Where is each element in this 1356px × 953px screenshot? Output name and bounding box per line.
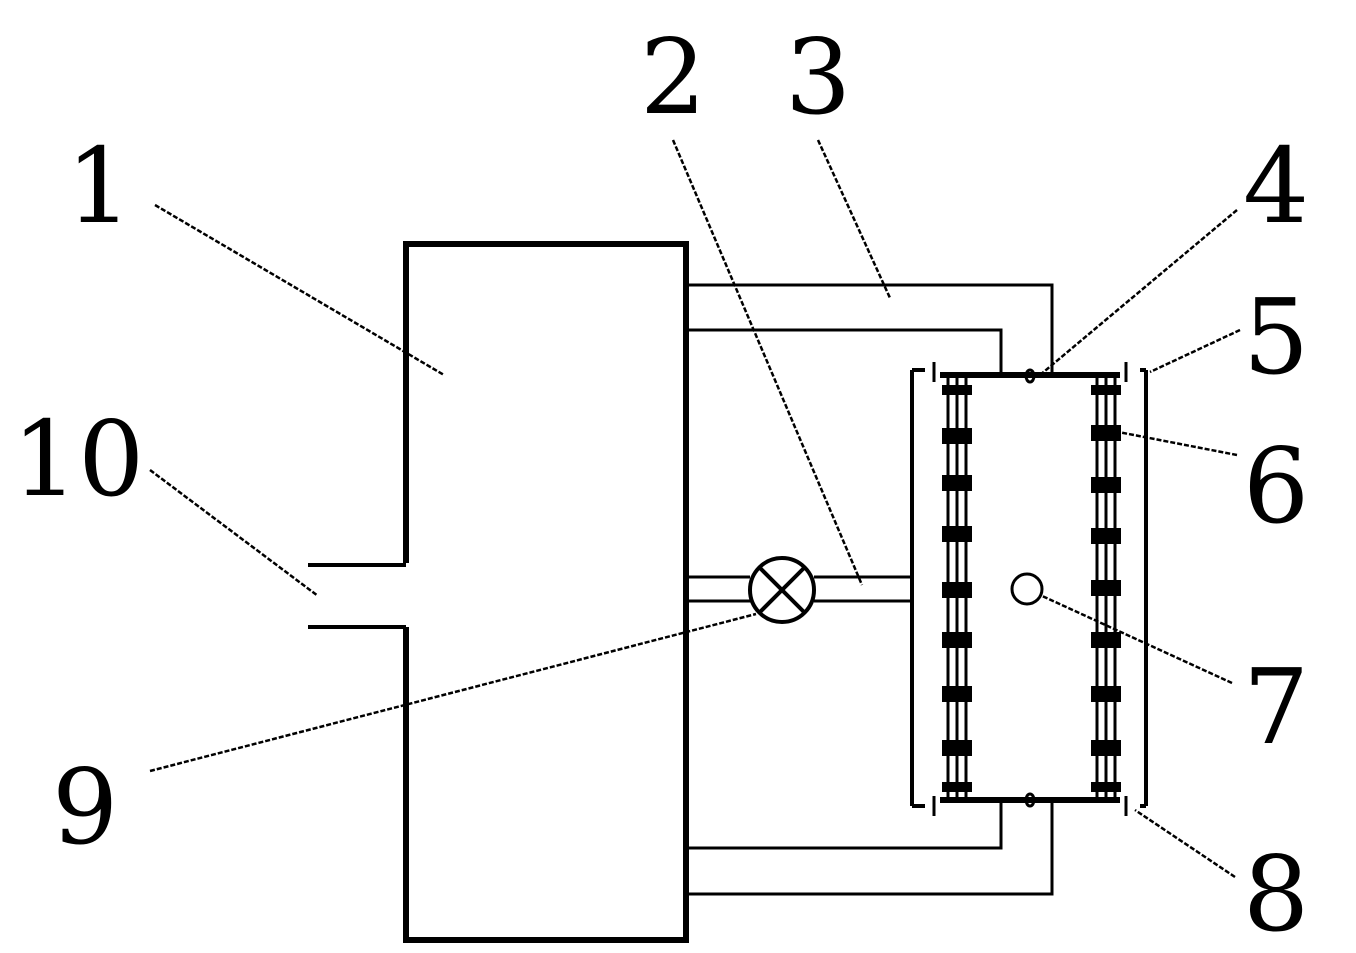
- label-5: 5: [1243, 276, 1309, 398]
- return-pipe-bottom: [686, 800, 1054, 896]
- label-3: 3: [785, 16, 851, 138]
- leader-10: [149, 469, 319, 597]
- sensor-circle: [1010, 572, 1044, 606]
- main-tank: [403, 241, 689, 943]
- return-pipe-top: [686, 283, 1054, 372]
- chamber-plates: [940, 368, 1120, 808]
- label-6: 6: [1243, 425, 1309, 547]
- label-7: 7: [1243, 646, 1309, 768]
- valve-symbol: [748, 556, 816, 624]
- leader-8: [1134, 808, 1236, 879]
- label-2: 2: [640, 16, 706, 138]
- leader-1: [154, 203, 445, 377]
- roller-column-left: [942, 378, 972, 798]
- labels: 1 2 3 4 5 6 7 8 9 10: [12, 16, 1309, 953]
- label-9: 9: [52, 746, 118, 868]
- leader-lines: [149, 139, 1241, 879]
- label-8: 8: [1243, 833, 1309, 953]
- supply-pipe: [686, 575, 910, 603]
- leader-6: [1107, 428, 1238, 457]
- label-1: 1: [66, 125, 132, 247]
- leader-2: [671, 139, 864, 586]
- housing: [910, 362, 1148, 816]
- leader-9: [149, 612, 757, 773]
- leader-3: [816, 139, 892, 299]
- roller-column-right: [1091, 378, 1121, 798]
- inlet-pipe: [308, 563, 406, 629]
- label-4: 4: [1243, 125, 1309, 247]
- leader-4: [1039, 209, 1238, 376]
- leader-7: [1039, 593, 1233, 685]
- label-10: 10: [12, 398, 144, 520]
- leader-5: [1149, 328, 1241, 374]
